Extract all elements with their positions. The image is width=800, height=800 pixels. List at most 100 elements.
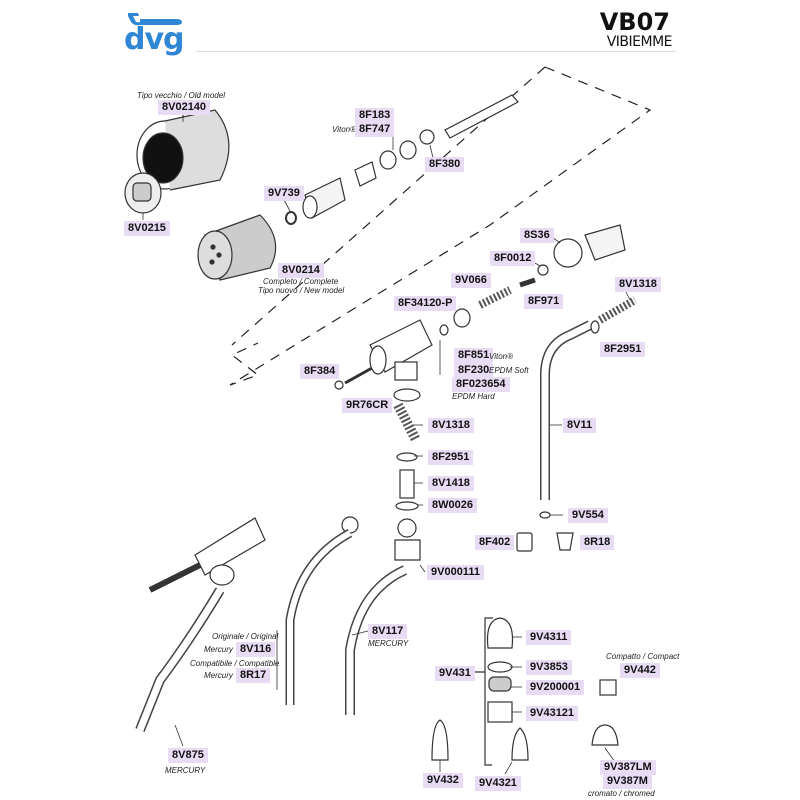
note-new-model: Tipo nuovo / New model [258,286,345,295]
note-compatible: Compatibile / Compatible [190,659,280,668]
note-mercury-8v875: MERCURY [165,766,206,775]
part-label-8f402[interactable]: 8F402 [475,535,515,550]
spring-8v1318 [393,402,421,443]
nozzle-9v432 [431,719,449,761]
insert-part [354,161,377,187]
washer-8f747 [399,140,417,160]
part-label-9v432[interactable]: 9V432 [423,773,463,788]
o-ring-8f2951 [396,452,418,462]
part-label-8v02140[interactable]: 8V02140 [158,100,211,115]
part-label-8v0215[interactable]: 8V0215 [124,221,170,236]
nozzle-9v387 [591,724,619,746]
washer-8f851 [439,324,449,336]
part-label-9v431[interactable]: 9V431 [435,666,475,681]
nozzle-9v4321 [511,727,529,761]
ring-9v3853 [487,661,513,673]
note-viton-a: Viton® [332,125,356,134]
ball-8f0012 [537,264,549,276]
part-label-8v1418[interactable]: 8V1418 [428,476,474,491]
part-label-8v116[interactable]: 8V116 [236,642,276,657]
part-label-9v000111[interactable]: 9V000111 [427,565,484,580]
part-label-9r76cr[interactable]: 9R76CR [342,398,393,413]
part-label-9v4311[interactable]: 9V4311 [526,630,572,645]
part-label-8f380[interactable]: 8F380 [425,157,465,172]
nozzle-9v442 [599,679,617,696]
part-label-9v066[interactable]: 9V066 [451,273,491,288]
part-label-8v117[interactable]: 8V117 [368,624,408,639]
nut-9r76cr [393,388,421,402]
part-label-8v1318-right[interactable]: 8V1318 [615,277,661,292]
o-ring-8f2951-right [590,320,600,334]
part-label-8r17[interactable]: 8R17 [236,668,271,683]
nozzle-9v4311 [486,617,514,649]
part-label-9v200001[interactable]: 9V200001 [526,680,585,695]
part-label-8r18[interactable]: 8R18 [580,535,615,550]
part-label-8f230[interactable]: 8F230 [454,363,494,378]
sleeve-9v43121 [487,701,513,723]
o-ring-9v554 [539,511,551,519]
note-mercury-a: Mercury [204,645,233,654]
o-ring-9v739 [285,211,297,225]
part-label-8f2951-right[interactable]: 8F2951 [600,342,646,357]
wand-8v116 [285,516,359,705]
cap-disc [124,172,162,214]
seat-8f34120 [453,308,471,328]
fitting-nut [302,177,346,219]
part-label-8f2951[interactable]: 8F2951 [428,450,474,465]
note-viton-b: Viton® [489,352,513,361]
note-mercury-8v117: MERCURY [368,639,409,648]
note-epdm-hard: EPDM Hard [452,392,495,401]
part-label-8v0214[interactable]: 8V0214 [278,263,324,278]
part-label-8v11[interactable]: 8V11 [563,418,597,433]
tip-8f402 [516,532,533,552]
knob-new-model [197,214,277,281]
note-old-model: Tipo vecchio / Old model [137,91,225,100]
part-label-9v387m[interactable]: 9V387M [603,774,652,789]
logo-text: dvg [124,22,185,57]
part-label-8f747[interactable]: 8F747 [355,122,395,137]
tip-8r18 [556,532,574,551]
group-outline-line [231,66,546,346]
spring-9v066 [478,286,512,309]
brand-name: VIBIEMME [606,34,673,50]
part-label-9v442[interactable]: 9V442 [620,663,660,678]
spring-8f971 [519,277,536,288]
group-bracket-9v431 [484,617,493,766]
part-label-9v43121[interactable]: 9V43121 [526,706,579,721]
valve-assembly-left [135,517,266,732]
knob-old-model [136,108,230,191]
fitting-right [553,224,626,268]
part-label-8f183[interactable]: 8F183 [355,108,395,123]
part-label-8f0012[interactable]: 8F0012 [490,251,536,266]
part-label-8f851[interactable]: 8F851 [454,348,494,363]
note-complete: Completo / Complete [263,277,339,286]
part-label-8f34120-p[interactable]: 8F34120-P [394,296,457,311]
header-divider [196,51,676,52]
part-label-8f384[interactable]: 8F384 [300,364,340,379]
note-mercury-b: Mercury [204,671,233,680]
note-original: Originale / Original [212,632,279,641]
coffee-cup-logo-icon [128,13,182,26]
model-code: VB07 [599,8,670,36]
wand-8v117 [345,518,421,715]
part-label-9v387lm[interactable]: 9V387LM [600,760,656,775]
part-label-8f023654[interactable]: 8F023654 [452,377,510,392]
part-label-9v554[interactable]: 9V554 [568,508,608,523]
washer-8f384 [334,380,344,390]
gasket-8w0026 [395,501,419,511]
part-label-8w0026[interactable]: 8W0026 [428,498,477,513]
part-label-9v3853[interactable]: 9V3853 [526,660,572,675]
part-label-8v1318[interactable]: 8V1318 [428,418,474,433]
note-epdm-soft: EPDM Soft [489,366,529,375]
part-label-8f971[interactable]: 8F971 [524,294,564,309]
part-label-9v739[interactable]: 9V739 [264,186,304,201]
valve-shaft [444,94,519,139]
tee-body [369,319,433,381]
part-label-9v4321[interactable]: 9V4321 [475,776,521,791]
part-label-8v875[interactable]: 8V875 [168,748,208,763]
washer-8f380 [419,129,435,145]
part-label-8s36[interactable]: 8S36 [520,228,554,243]
dvg-logo [126,10,186,60]
note-compact: Compatto / Compact [606,652,680,661]
